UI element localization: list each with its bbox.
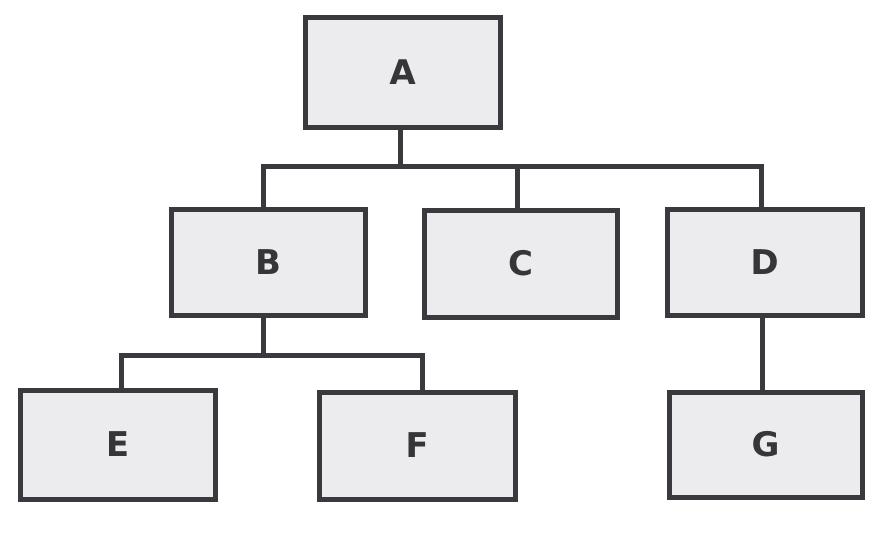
node-g: G (667, 390, 865, 500)
node-b-label: B (255, 242, 282, 283)
node-a: A (303, 15, 503, 130)
connector-d-g (760, 316, 765, 393)
connector-a-trunk (398, 128, 403, 169)
node-g-label: G (751, 425, 781, 465)
connector-b-f (420, 353, 425, 393)
connector-level1-bar (261, 164, 764, 169)
node-f-label: F (405, 426, 430, 466)
connector-a-b (261, 164, 266, 209)
node-e-label: E (105, 425, 131, 465)
connector-a-d (759, 164, 764, 209)
node-a-label: A (389, 52, 417, 93)
connector-b-e (119, 353, 124, 391)
node-c-label: C (508, 244, 534, 284)
node-d-label: D (750, 242, 780, 283)
node-f: F (317, 390, 518, 502)
connector-a-c (515, 164, 520, 210)
node-c: C (422, 208, 620, 320)
connector-level2-bar (119, 353, 425, 358)
node-b: B (169, 207, 368, 318)
node-e: E (18, 388, 218, 502)
connector-b-trunk (261, 316, 266, 358)
node-d: D (665, 207, 865, 318)
